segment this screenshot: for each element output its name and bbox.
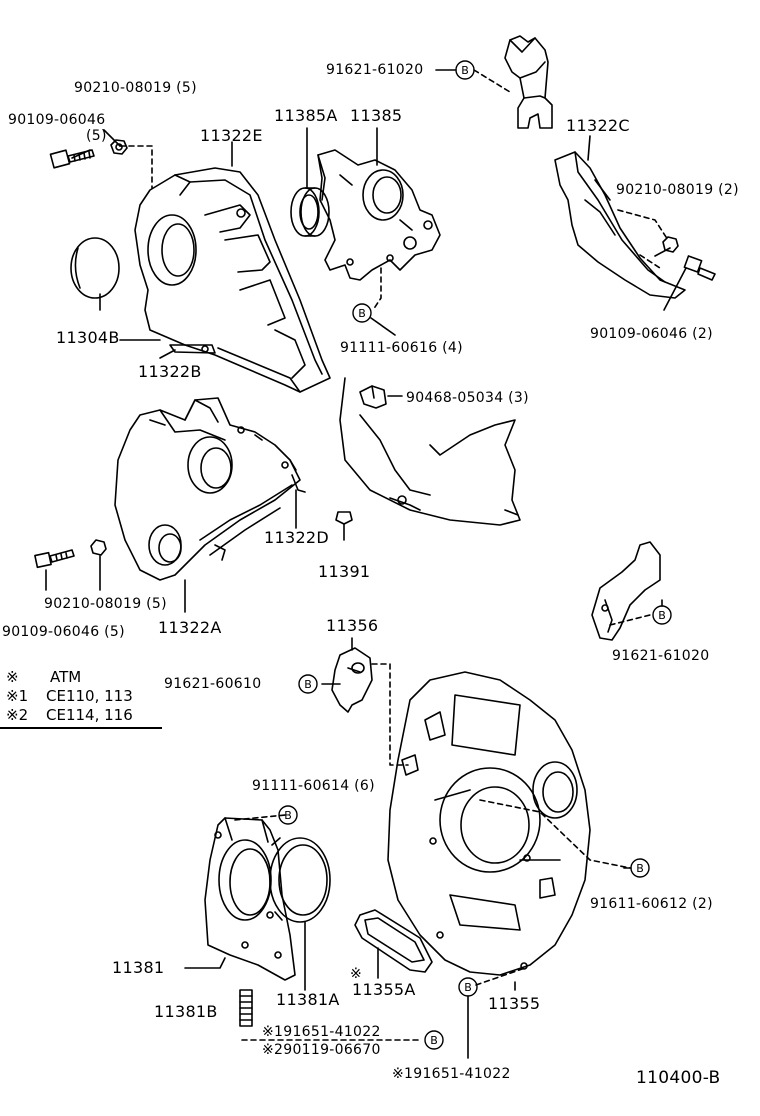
label-191651-41022-a: ※191651-41022: [262, 1024, 381, 1040]
circle-b-letter: B: [358, 307, 366, 320]
legend-row-atm: ※ ATM: [6, 668, 81, 686]
circle-b-letter: B: [430, 1034, 438, 1047]
label-90109-06046-top-qty: (5): [86, 128, 107, 144]
leader-11322B: [160, 350, 175, 358]
label-11356: 11356: [326, 616, 379, 635]
cap-11304B: [71, 238, 119, 298]
legend-text: ATM: [50, 668, 82, 686]
engine-block-fragment: [340, 378, 520, 525]
label-11322E: 11322E: [200, 126, 263, 145]
label-11385: 11385: [350, 106, 403, 125]
bracket-91621-61020-right: [592, 542, 660, 640]
leader-90210-right: [655, 248, 670, 256]
leader-91111-60614: [235, 815, 285, 820]
label-290119-06670: ※290119-06670: [262, 1042, 381, 1058]
leader-91621-61020-top: [474, 70, 510, 92]
circle-b-letter: B: [636, 862, 644, 875]
label-11322D: 11322D: [264, 528, 330, 547]
leader-91621-61020-right: [610, 615, 650, 625]
label-91621-61020-top: 91621-61020: [326, 62, 424, 78]
label-90109-06046-lower: 90109-06046 (5): [2, 624, 125, 640]
circle-b-letter: B: [658, 609, 666, 622]
circle-b-letter: B: [284, 809, 292, 822]
end-plate-11355: [388, 672, 590, 975]
leader-nut-90210-top: [104, 130, 120, 146]
label-91111-60616: 91111-60616 (4): [340, 340, 463, 356]
label-11381A: 11381A: [276, 990, 340, 1009]
label-11391: 11391: [318, 562, 371, 581]
leader-91111-60616-label: [371, 318, 395, 335]
retainer-11381: [205, 818, 295, 980]
label-91621-61020-right: 91621-61020: [612, 648, 710, 664]
legend-text: CE114, 116: [46, 706, 133, 724]
label-11355A-mark: ※: [350, 966, 363, 982]
circle-b-letter: B: [461, 64, 469, 77]
label-90109-06046-right: 90109-06046 (2): [590, 326, 713, 342]
label-11322B: 11322B: [138, 362, 202, 381]
stud-11381B: [240, 990, 252, 1026]
label-11304B: 11304B: [56, 328, 120, 347]
legend-row-1: ※1 CE110, 113: [6, 687, 133, 705]
leader-11356-plate: [372, 664, 408, 765]
circle-b-letter: B: [464, 981, 472, 994]
leader-11322C-nut: [618, 210, 668, 240]
legend-row-2: ※2 CE114, 116: [6, 706, 133, 724]
label-91111-60614: 91111-60614 (6): [252, 778, 375, 794]
label-90210-08019-top: 90210-08019 (5): [74, 80, 197, 96]
circle-b-letters: B B B B B B B B: [284, 64, 666, 1047]
leader-bolt-to-cover: [120, 146, 152, 188]
leader-11381: [185, 958, 225, 968]
label-11322A: 11322A: [158, 618, 222, 637]
label-11381B: 11381B: [154, 1002, 218, 1021]
nut-90210-08019-top: [111, 140, 127, 154]
bolt-90109-06046-lower: [35, 550, 74, 567]
leader-11322C-bolt: [640, 255, 660, 268]
label-91621-60610: 91621-60610: [164, 676, 262, 692]
clip-90468-05034: [360, 386, 386, 408]
label-11385A: 11385A: [274, 106, 338, 125]
label-90210-08019-right: 90210-08019 (2): [616, 182, 739, 198]
gasket-11355A: [355, 910, 432, 972]
timing-cover-lower-11322A: [115, 398, 300, 580]
label-90210-08019-lower: 90210-08019 (5): [44, 596, 167, 612]
label-91611-60612: 91611-60612 (2): [590, 896, 713, 912]
nut-90210-08019-lower: [91, 540, 106, 555]
legend-mark: ※2: [6, 706, 29, 724]
plate-11385: [318, 150, 440, 280]
bracket-top-right-part: [505, 36, 552, 128]
label-11355: 11355: [488, 994, 541, 1013]
timing-cover-upper-11322E: [135, 168, 330, 392]
bracket-11356: [332, 648, 372, 712]
leader-11322C: [588, 136, 590, 160]
label-11322C: 11322C: [566, 116, 630, 135]
diagram-id: 110400-B: [636, 1068, 721, 1088]
cover-11322D: [290, 460, 305, 492]
bolt-90109-06046-top: [50, 150, 94, 168]
legend-underline: [0, 727, 162, 729]
leader-90109-right: [664, 268, 686, 310]
label-11381: 11381: [112, 958, 165, 977]
pin-11391: [336, 512, 352, 540]
leader-11355-bolt: [476, 968, 525, 985]
circle-b-letter: B: [304, 678, 312, 691]
label-11355A: 11355A: [352, 980, 416, 999]
oil-seal-11381A: [270, 838, 330, 922]
leader-11385: [307, 128, 377, 188]
leader-91611-60612: [480, 800, 630, 868]
bolt-90109-06046-right: [684, 256, 715, 280]
label-90109-06046-top: 90109-06046: [8, 112, 106, 128]
cover-11322C: [555, 152, 685, 298]
legend-mark: ※: [6, 668, 19, 686]
legend-text: CE110, 113: [46, 687, 133, 705]
label-90468-05034: 90468-05034 (3): [406, 390, 529, 406]
label-191651-41022-b: ※191651-41022: [392, 1066, 511, 1082]
leader-91111-60616: [373, 268, 381, 310]
legend-mark: ※1: [6, 687, 29, 705]
